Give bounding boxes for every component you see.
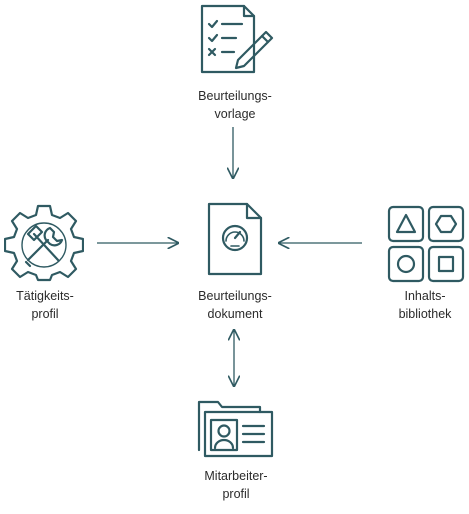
document-label-line1: Beurteilungs- xyxy=(198,289,272,303)
employee-card-icon xyxy=(197,400,274,458)
template-label-line2: vorlage xyxy=(214,107,256,121)
document-gauge-icon xyxy=(207,202,263,276)
node-label-document: Beurteilungs- dokument xyxy=(183,287,287,323)
content-library-label-line2: bibliothek xyxy=(398,307,452,321)
node-label-employee-profile: Mitarbeiter- profil xyxy=(184,467,288,503)
employee-profile-label-line2: profil xyxy=(222,487,250,501)
activity-profile-label-line1: Tätigkeits- xyxy=(16,289,74,303)
node-label-activity-profile: Tätigkeits- profil xyxy=(0,287,95,323)
gear-tools-icon xyxy=(4,204,84,282)
node-label-content-library: Inhalts- bibliothek xyxy=(375,287,469,323)
shapes-library-icon xyxy=(387,205,465,283)
employee-profile-label-line1: Mitarbeiter- xyxy=(204,469,268,483)
activity-profile-label-line2: profil xyxy=(31,307,59,321)
node-label-template: Beurteilungs- vorlage xyxy=(183,87,287,123)
checklist-pen-icon xyxy=(200,4,274,74)
content-library-label-line1: Inhalts- xyxy=(404,289,446,303)
document-label-line2: dokument xyxy=(207,307,263,321)
template-label-line1: Beurteilungs- xyxy=(198,89,272,103)
